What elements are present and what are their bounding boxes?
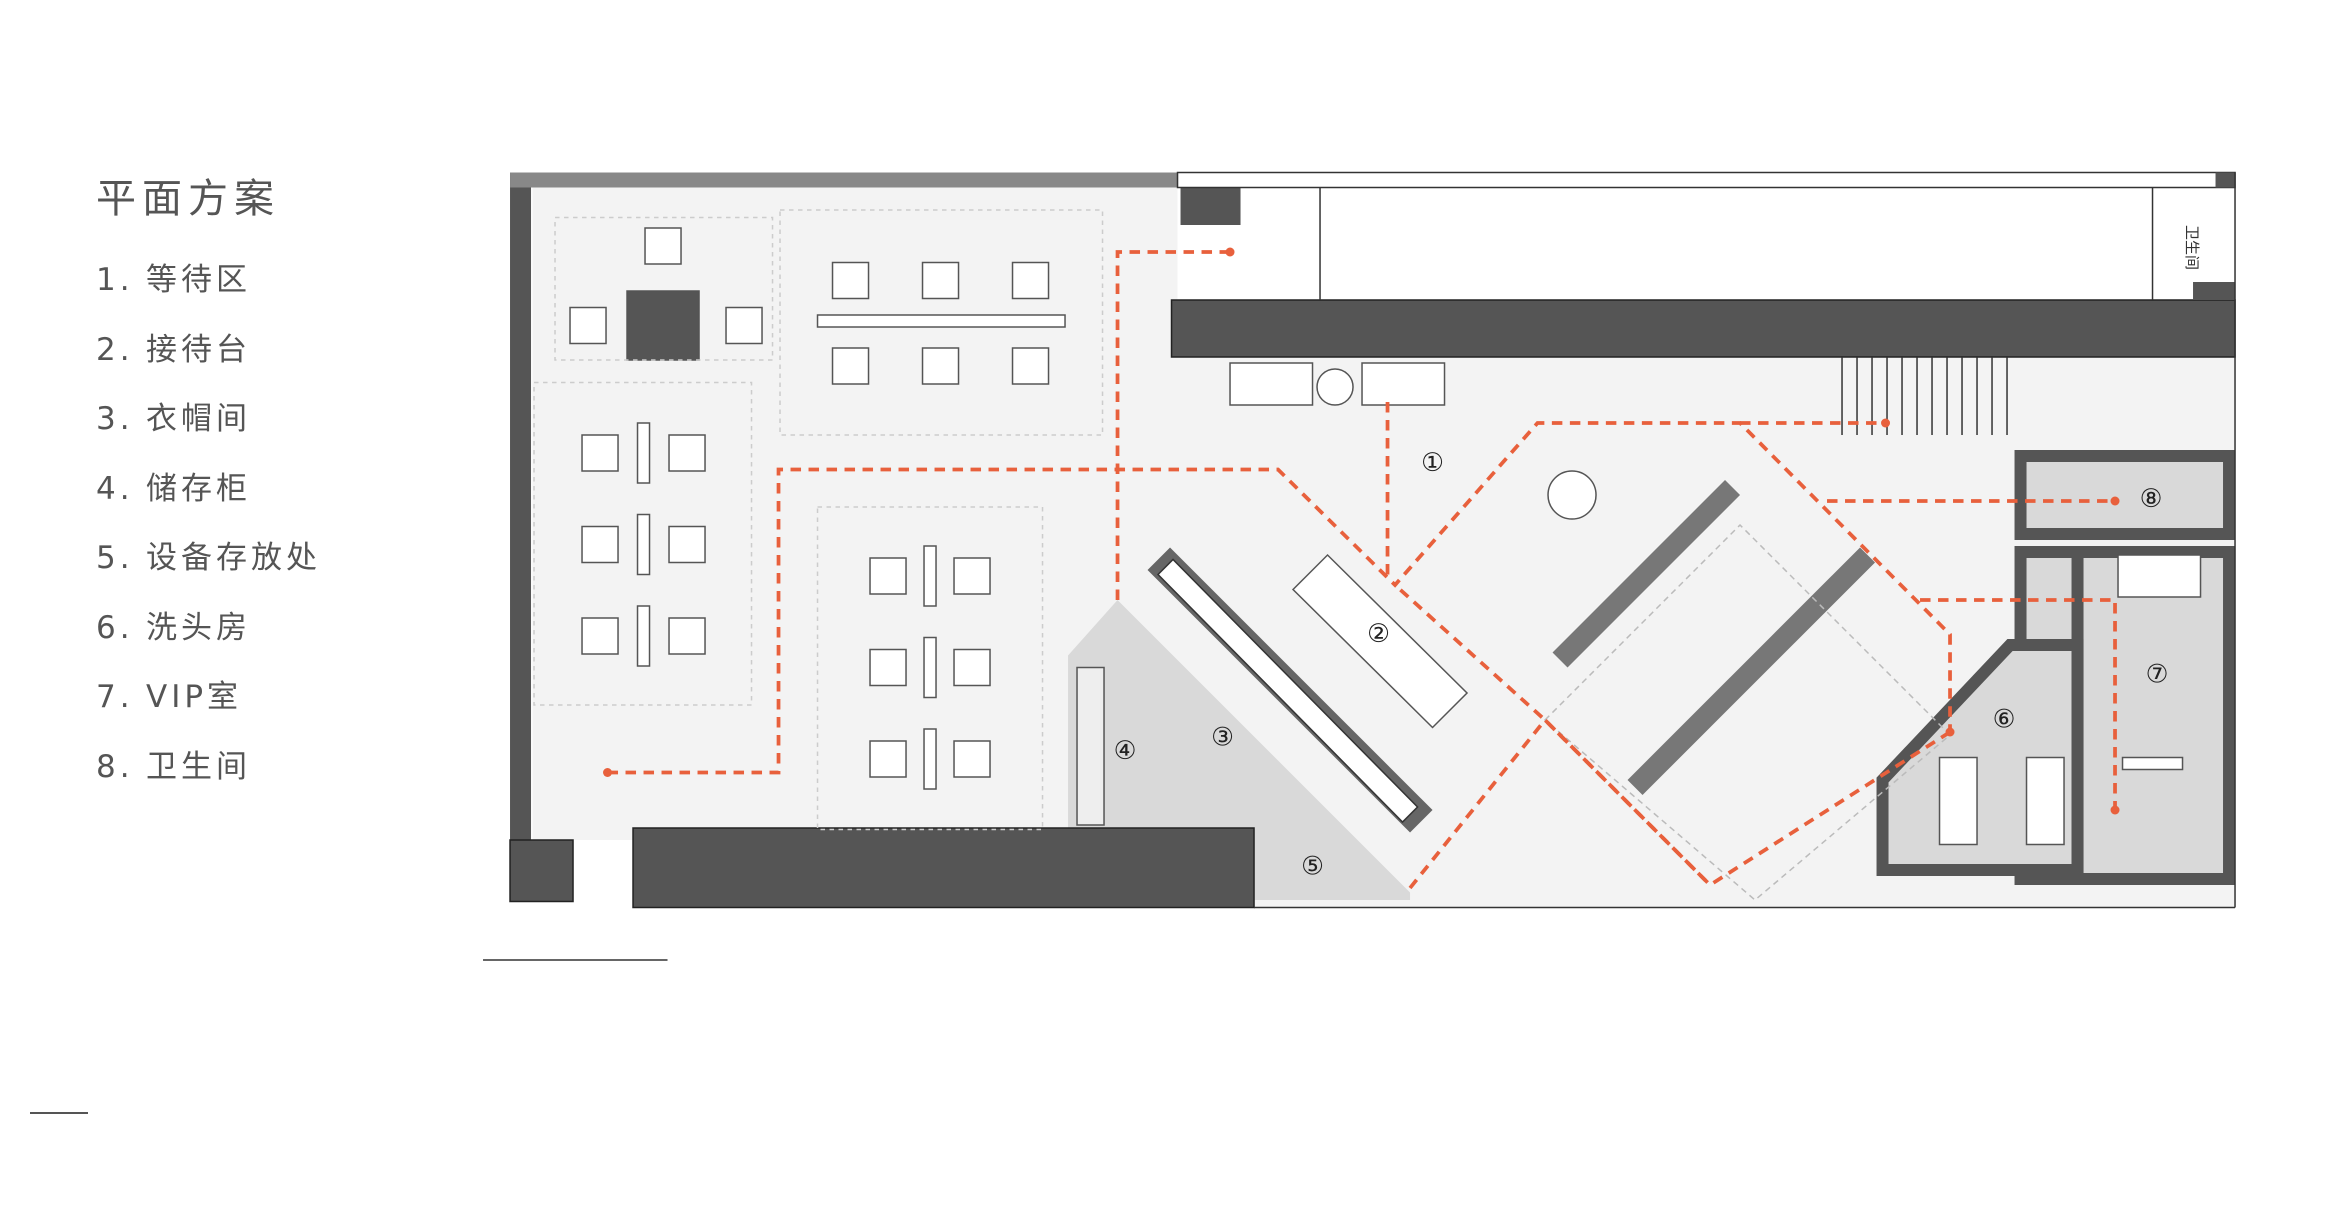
legend-item: 7.VIP室	[96, 679, 243, 715]
legend-item: 5.设备存放处	[96, 540, 321, 576]
station-bar	[1627, 547, 1876, 795]
marker-2: ②	[1367, 619, 1390, 649]
legend-item: 1.等待区	[96, 262, 251, 298]
legend-item: 2.接待台	[96, 331, 251, 368]
marker-6: ⑥	[1993, 705, 2016, 735]
beam	[1170, 299, 2236, 358]
legend-item: 6.洗头房	[96, 609, 251, 646]
legend-item: 3.衣帽间	[96, 401, 251, 437]
divider	[30, 1112, 88, 1114]
restroom-label: 卫生间	[2183, 225, 2201, 270]
storage-zone	[1068, 600, 1411, 900]
column	[1180, 187, 1241, 225]
reception-desk	[1291, 553, 1469, 729]
corner-column	[509, 839, 574, 903]
marker-4: ④	[1114, 736, 1137, 766]
marker-7: ⑦	[2146, 660, 2169, 690]
page-title: 平面方案	[96, 176, 280, 222]
top-wall	[510, 172, 1178, 188]
station-bar	[1552, 480, 1741, 668]
furniture	[569, 227, 2202, 846]
legend-item: 8.卫生间	[96, 748, 251, 785]
marker-8: ⑧	[2140, 484, 2163, 514]
legend: 平面方案 1.等待区 2.接待台 3.衣帽间 4.储存柜 5.设备存放处 6.洗…	[96, 166, 321, 810]
circulation-path	[607, 250, 2117, 890]
top-strip	[1176, 171, 2236, 189]
bottom-wall	[632, 827, 1255, 909]
marker-3: ③	[1211, 723, 1234, 753]
left-wall	[510, 172, 532, 840]
marker-5: ⑤	[1301, 852, 1324, 882]
marker-1: ①	[1421, 448, 1444, 478]
legend-item: 4.储存柜	[96, 470, 251, 507]
